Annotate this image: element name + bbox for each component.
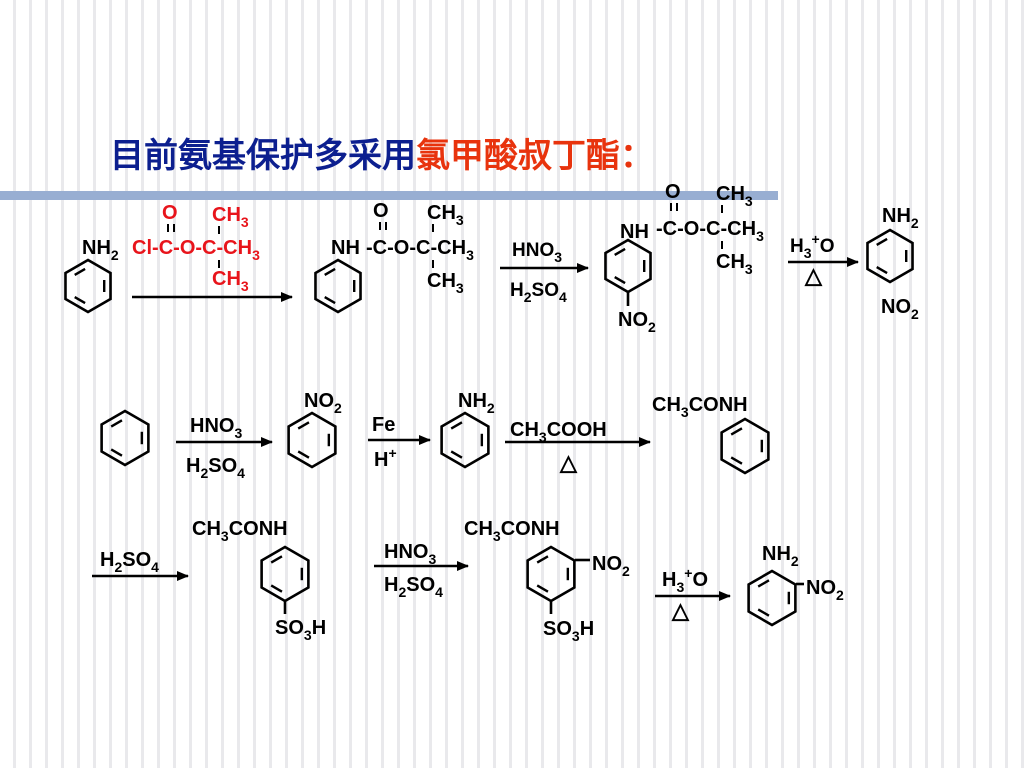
sulfonated-so3h: SO3H: [275, 617, 326, 643]
title-highlight: 氯甲酸叔丁酯：: [416, 136, 654, 176]
aniline-ring-2: [440, 411, 490, 469]
ring-double-bond: [536, 584, 549, 593]
boc-aniline-ring: [314, 258, 362, 314]
ring-double-bond: [270, 555, 283, 564]
heat-symbol-2: △: [559, 450, 578, 475]
ring-double-bond: [757, 579, 770, 588]
acetanilide-ch3conh: CH3CONH: [652, 394, 748, 420]
p-nitroaniline-no2: NO2: [881, 296, 919, 322]
ring-double-bond: [324, 267, 336, 276]
boc-chain: -C-O-C-CH3: [366, 237, 474, 263]
aniline-nh2-2: NH2: [458, 390, 495, 416]
reagent-ch3-top: CH3: [212, 204, 249, 230]
boc-aniline-nh: NH: [331, 237, 360, 259]
benzene-ring-start: [100, 409, 150, 467]
ring-double-bond: [876, 266, 888, 275]
ring-double-bond: [730, 456, 743, 465]
reagent-h2so4-2: H2SO4: [186, 455, 245, 481]
title-main: 目前氨基保护多采用: [110, 136, 416, 176]
nitro-boc-no2: NO2: [618, 309, 656, 335]
nitro-sulfo-no2: NO2: [592, 553, 630, 579]
acetanilide-ring: [720, 417, 770, 475]
reagent-ch3cooh: CH3COOH: [510, 419, 607, 445]
ring-double-bond: [876, 237, 888, 246]
ring-double-bond: [730, 427, 743, 436]
heat-symbol: △: [804, 263, 823, 288]
ring-double-bond: [450, 450, 463, 459]
nitro-boc-ch3-top: CH3: [716, 183, 753, 209]
title-underline: [0, 191, 778, 200]
ring-double-bond: [450, 421, 463, 430]
boc-o: O: [373, 200, 389, 222]
p-nitroaniline-nh2: NH2: [882, 205, 919, 231]
ring-double-bond: [74, 267, 86, 276]
boc-ch3-top: CH3: [427, 202, 464, 228]
slide-title: 目前氨基保护多采用氯甲酸叔丁酯：: [110, 128, 654, 177]
reagent-h2so4-3: H2SO4: [100, 549, 159, 575]
nitro-boc-chain: -C-O-C-CH3: [656, 218, 764, 244]
p-nitroaniline-ring: [866, 228, 914, 284]
reagent-chain: Cl-C-O-C-CH3: [132, 237, 260, 263]
nitro-sulfo-ch3conh: CH3CONH: [464, 518, 560, 544]
nitrobenzene-no2: NO2: [304, 390, 342, 416]
o-nitroaniline-nh2: NH2: [762, 543, 799, 569]
ring-double-bond: [297, 421, 310, 430]
heat-symbol-3: △: [671, 598, 690, 623]
o-nitroaniline-ring: [747, 569, 797, 627]
reagent-hno3-2: HNO3: [190, 415, 242, 441]
reagent-ch3-bottom: CH3: [212, 268, 249, 294]
reagent-h3o-2: H3+O: [662, 565, 708, 595]
ring-double-bond: [110, 448, 123, 457]
aniline-nh2: NH2: [82, 237, 119, 263]
reagent-h2so4-3b: H2SO4: [384, 574, 443, 600]
nitro-boc-o: O: [665, 181, 681, 203]
reagent-h2so4: H2SO4: [510, 280, 567, 305]
ring-double-bond: [270, 584, 283, 593]
boc-ch3-bottom: CH3: [427, 270, 464, 296]
aniline-ring: [64, 258, 112, 314]
nitro-boc-nh: NH: [620, 221, 649, 243]
reagent-hno3-3: HNO3: [384, 541, 436, 567]
o-nitroaniline-no2: NO2: [806, 577, 844, 603]
ring-double-bond: [614, 247, 626, 256]
nitrobenzene-ring: [287, 411, 337, 469]
ring-double-bond: [757, 608, 770, 617]
ring-double-bond: [614, 276, 626, 285]
reagent-o: O: [162, 202, 178, 224]
reagent-h-plus: H+: [374, 445, 397, 471]
structure-layer: [64, 203, 914, 627]
ring-double-bond: [536, 555, 549, 564]
ring-double-bond: [74, 296, 86, 305]
reagent-hno3: HNO3: [512, 240, 562, 265]
reagent-h3o: H3+O: [790, 231, 835, 261]
nitro-boc-ch3-bottom: CH3: [716, 251, 753, 277]
nitro-sulfo-so3h: SO3H: [543, 618, 594, 644]
sulfonated-ch3conh: CH3CONH: [192, 518, 288, 544]
ring-double-bond: [297, 450, 310, 459]
reagent-fe: Fe: [372, 414, 395, 436]
ring-double-bond: [324, 296, 336, 305]
ring-double-bond: [110, 419, 123, 428]
